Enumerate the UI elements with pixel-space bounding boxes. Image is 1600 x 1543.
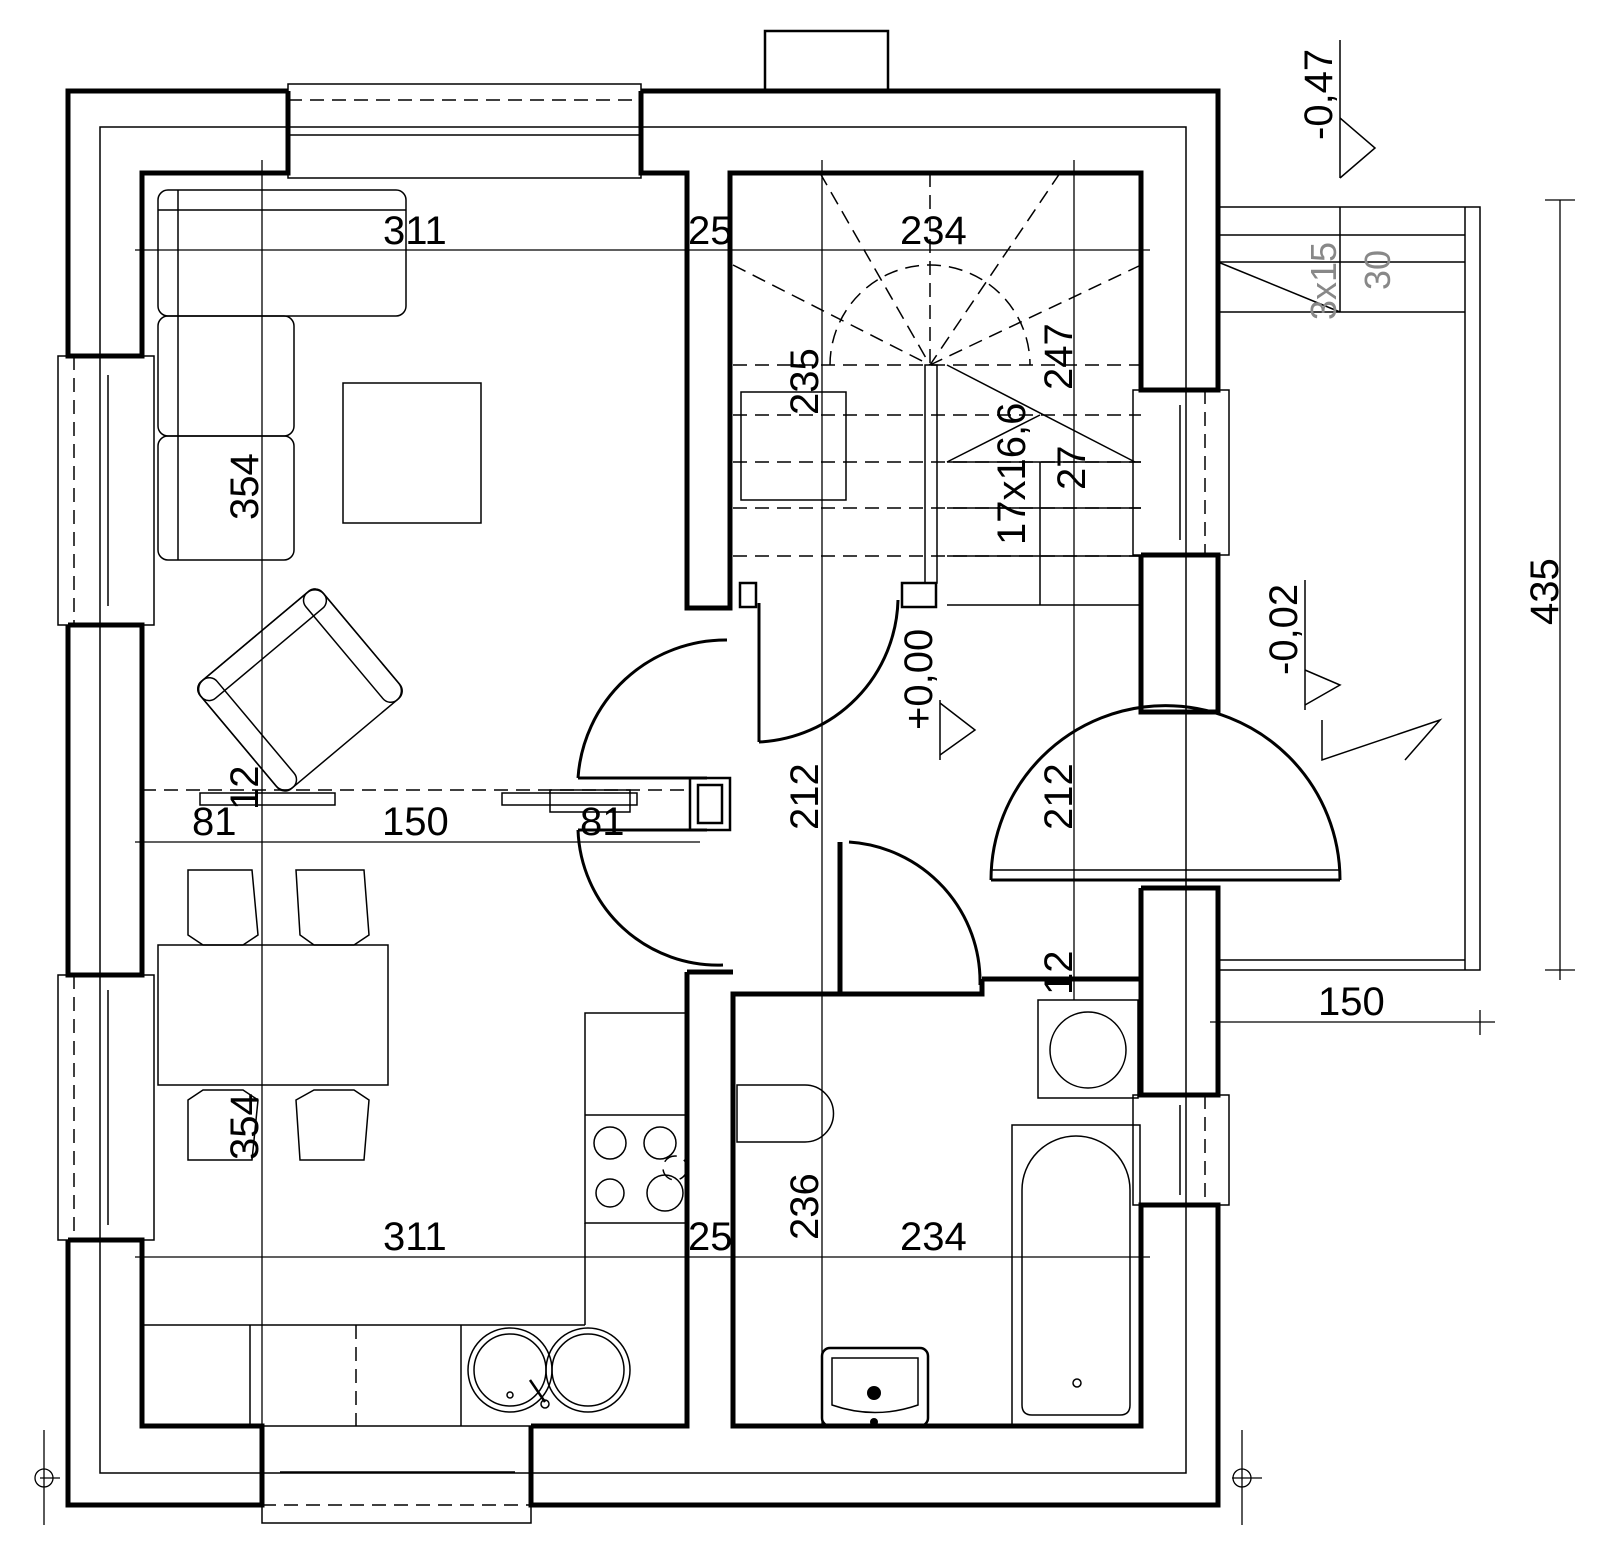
level-markers <box>939 40 1377 760</box>
dim-step-3x15: 3x15 <box>1303 242 1344 320</box>
dimension-labels: 311 25 234 354 354 235 247 17x16,6 27 12… <box>192 209 1567 1259</box>
dim-living-depth: 354 <box>223 453 267 520</box>
sofa-top <box>157 189 407 317</box>
dim-step-30: 30 <box>1357 250 1398 290</box>
dim-stair-width: 234 <box>900 209 967 253</box>
dim-kitchen-width: 311 <box>383 1215 447 1259</box>
dim-door-81-left: 81 <box>192 800 237 844</box>
terrace <box>1217 206 1481 971</box>
dim-opening-150: 150 <box>382 800 449 844</box>
dining-table <box>157 944 389 1086</box>
dim-wall-25-bottom: 25 <box>688 1215 733 1259</box>
level-top-label: -0,47 <box>1297 49 1341 140</box>
dim-stair-27: 27 <box>1050 446 1094 491</box>
armchair <box>197 588 403 792</box>
dim-terrace-435: 435 <box>1523 558 1567 625</box>
dim-wall-25-top: 25 <box>688 209 733 253</box>
dim-stair-247: 247 <box>1037 323 1081 390</box>
dim-bath-width: 234 <box>900 1215 967 1259</box>
dimension-lines <box>34 160 1575 1525</box>
dim-door-12-bath: 12 <box>1037 951 1081 996</box>
dim-door-12-left: 12 <box>223 766 267 811</box>
toilet <box>736 1084 835 1143</box>
dim-dining-depth: 354 <box>223 1093 267 1160</box>
chimney <box>763 29 890 93</box>
level-floor-label: +0,00 <box>897 629 941 730</box>
windows <box>57 83 1230 1524</box>
dim-terrace-150: 150 <box>1318 980 1385 1024</box>
kitchen-counter <box>584 1012 688 1224</box>
dim-door-81-right: 81 <box>580 800 625 844</box>
dim-stair-235: 235 <box>783 348 827 415</box>
doors <box>576 581 1342 986</box>
level-terrace-label: -0,02 <box>1262 584 1306 675</box>
bathtub <box>1011 1124 1141 1427</box>
sliding-openings <box>142 789 690 813</box>
dim-hall-212-a: 212 <box>783 763 827 830</box>
staircase <box>732 172 1142 606</box>
dim-living-width: 311 <box>383 209 447 253</box>
dim-bath-236: 236 <box>783 1173 827 1240</box>
level-labels: -0,47 -0,02 +0,00 <box>897 49 1341 730</box>
washing-machine <box>1037 999 1139 1099</box>
dim-stair-steps: 17x16,6 <box>990 403 1034 545</box>
sofa-seat-2 <box>157 435 295 561</box>
furniture <box>142 189 1141 1428</box>
dim-hall-212-b: 212 <box>1037 763 1081 830</box>
coffee-table <box>342 382 482 524</box>
